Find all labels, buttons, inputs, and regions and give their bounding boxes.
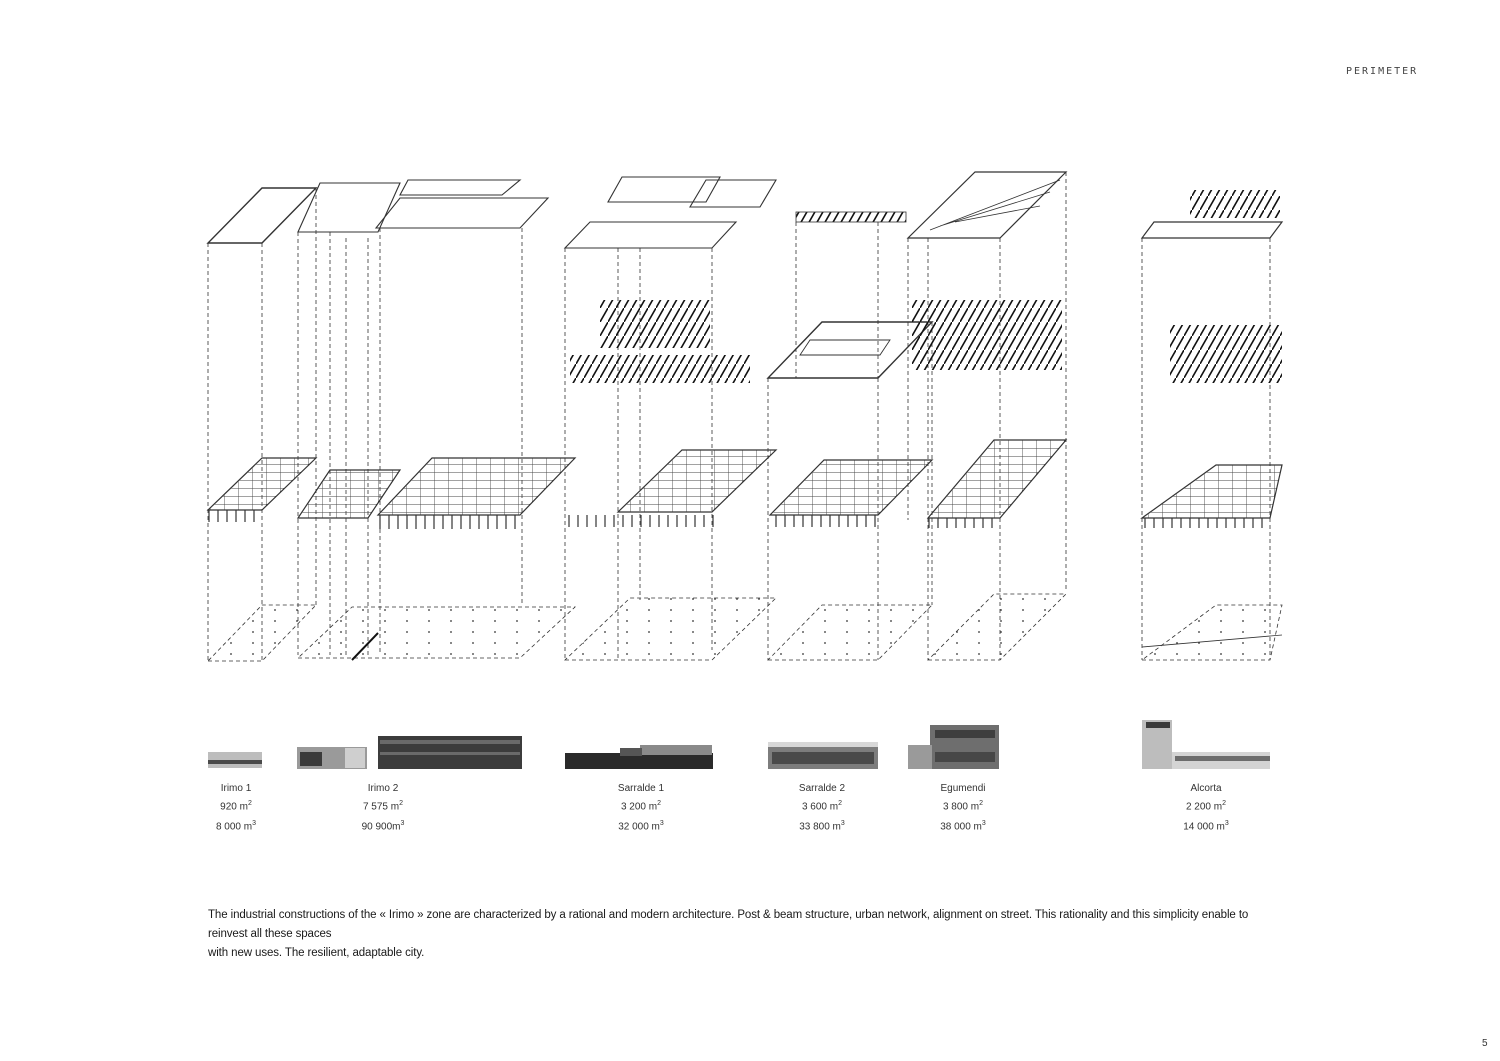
- sarralde-1-roof-a: [607, 176, 721, 203]
- building-label-egumendi: Egumendi 3 800 m2 38 000 m3: [903, 783, 1023, 833]
- building-name: Sarralde 1: [617, 783, 665, 794]
- irimo-1-axonometric: [206, 187, 318, 662]
- building-area: 2 200 m: [1185, 801, 1223, 813]
- sarralde-1-dashed-edges: [564, 248, 713, 660]
- building-name: Egumendi: [940, 783, 986, 794]
- egumendi-axonometric: [906, 171, 1068, 661]
- alcorta-footprint: [1140, 604, 1283, 661]
- egumendi-roof: [906, 171, 1068, 239]
- building-label-sarralde-1: Sarralde 1 3 200 m2 32 000 m3: [581, 783, 701, 833]
- alcorta-roof: [1140, 221, 1284, 239]
- irimo-2-dashed-edges: [297, 228, 523, 655]
- irimo-1-columns: [208, 510, 262, 522]
- alcorta-dashed-edges: [1141, 238, 1271, 660]
- building-name: Alcorta: [1190, 783, 1222, 794]
- sarralde-2-slab: [766, 321, 934, 379]
- irimo-2-roof-b: [374, 197, 550, 229]
- building-volume: 32 000 m: [618, 821, 660, 833]
- building-area: 3 600 m: [801, 801, 839, 813]
- sarralde-2-footprint: [767, 604, 933, 661]
- caption-line-2: with new uses. The resilient, adaptable …: [208, 947, 425, 959]
- page-number: 5: [1482, 1038, 1488, 1049]
- irimo-2-columns: [378, 515, 522, 529]
- irimo-2-roof-a: [297, 182, 401, 233]
- building-area: 7 575 m: [362, 801, 400, 813]
- sarralde-1-roof-b: [689, 179, 777, 208]
- sarralde-2-axonometric: [766, 211, 934, 661]
- caption: The industrial constructions of the « Ir…: [208, 906, 1288, 963]
- irimo-2-structure-main: [376, 457, 577, 516]
- photo-sarralde-1: [565, 753, 713, 769]
- sarralde-2-dashed-edges: [767, 222, 933, 660]
- sarralde-2-columns: [770, 515, 878, 527]
- photo-strip: [208, 720, 1270, 769]
- irimo-2-footprint: [296, 606, 577, 659]
- caption-line-1: The industrial constructions of the « Ir…: [208, 909, 1249, 940]
- sarralde-1-roof-c: [563, 221, 738, 249]
- sarralde-1-structure: [616, 449, 778, 513]
- alcorta-trusses: [1170, 325, 1282, 383]
- building-name: Irimo 1: [220, 783, 252, 794]
- building-area: 3 800 m: [942, 801, 980, 813]
- building-name: Irimo 2: [367, 783, 399, 794]
- building-label-irimo-2: Irimo 2 7 575 m2 90 900m3: [323, 783, 443, 833]
- egumendi-structure: [926, 439, 1068, 519]
- irimo-1-footprint: [207, 604, 317, 662]
- building-volume: 8 000 m: [215, 821, 253, 833]
- sarralde-2-roof: [795, 211, 907, 223]
- egumendi-trusses: [912, 300, 1062, 370]
- irimo-2-structure-left: [296, 469, 402, 519]
- building-volume: 33 800 m: [799, 821, 841, 833]
- irimo-1-roof: [206, 187, 318, 244]
- sarralde-1-footprint: [564, 597, 777, 661]
- sarralde-1-columns: [565, 515, 715, 527]
- building-label-sarralde-2: Sarralde 2 3 600 m2 33 800 m3: [762, 783, 882, 833]
- irimo-1-structure: [206, 457, 318, 511]
- building-volume: 14 000 m: [1183, 821, 1225, 833]
- building-volume: 90 900m: [361, 821, 401, 833]
- building-label-irimo-1: Irimo 1 920 m2 8 000 m3: [176, 783, 296, 833]
- sarralde-1-trusses-upper: [600, 300, 710, 348]
- building-area: 920 m: [220, 801, 248, 813]
- irimo-2-axonometric: [296, 179, 577, 661]
- egumendi-dashed-edges: [907, 172, 1067, 660]
- egumendi-columns: [928, 518, 1000, 528]
- irimo-2-roof-c: [399, 179, 522, 196]
- egumendi-footprint: [927, 593, 1067, 661]
- building-volume: 38 000 m: [940, 821, 982, 833]
- irimo-1-dashed-edges: [207, 188, 317, 661]
- brand-mark: PERIMETER: [1346, 66, 1419, 77]
- sarralde-1-trusses-lower: [570, 355, 750, 383]
- alcorta-structure: [1140, 464, 1283, 519]
- sarralde-1-axonometric: [563, 176, 778, 661]
- building-area: 3 200 m: [620, 801, 658, 813]
- building-label-alcorta: Alcorta 2 200 m2 14 000 m3: [1146, 783, 1266, 833]
- alcorta-axonometric: [1140, 190, 1284, 661]
- alcorta-columns: [1142, 518, 1270, 528]
- building-name: Sarralde 2: [798, 783, 846, 794]
